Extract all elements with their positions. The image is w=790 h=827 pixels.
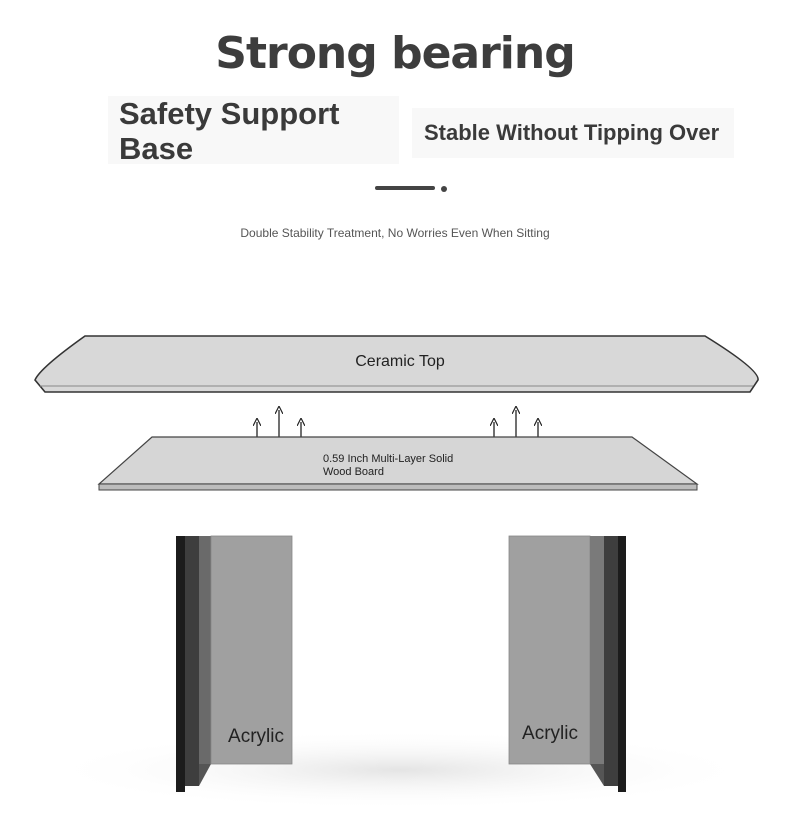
wood-board-edge bbox=[98, 483, 698, 491]
divider-line bbox=[375, 186, 435, 190]
left-leg-shade bbox=[185, 536, 199, 786]
ceramic-top-label: Ceramic Top bbox=[355, 353, 445, 370]
wood-board: 0.59 Inch Multi-Layer Solid Wood Board bbox=[97, 436, 699, 491]
feature-safety-support-base: Safety Support Base bbox=[108, 96, 399, 166]
left-leg-mid bbox=[199, 536, 211, 764]
left-leg-dark-edge bbox=[176, 536, 185, 792]
right-leg-mid bbox=[590, 536, 604, 764]
wood-board-label-line1: 0.59 Inch Multi-Layer Solid bbox=[323, 453, 453, 465]
divider-dot bbox=[441, 186, 447, 192]
floor-shadow bbox=[40, 730, 760, 810]
ceramic-top-surface bbox=[34, 335, 759, 393]
left-acrylic-leg: Acrylic bbox=[176, 535, 293, 792]
page-title: Strong bearing bbox=[215, 28, 575, 79]
right-leg-shade bbox=[604, 536, 618, 786]
right-leg-dark-edge bbox=[618, 536, 626, 792]
wood-board-label-line2: Wood Board bbox=[323, 466, 384, 478]
right-leg-panel bbox=[508, 535, 591, 765]
feature-stable-without-tipping: Stable Without Tipping Over bbox=[412, 108, 734, 158]
subtitle: Double Stability Treatment, No Worries E… bbox=[240, 226, 550, 240]
left-leg-panel bbox=[210, 535, 293, 765]
ceramic-top: Ceramic Top bbox=[34, 335, 759, 393]
right-acrylic-leg: Acrylic bbox=[508, 535, 626, 792]
left-leg-label: Acrylic bbox=[228, 726, 284, 747]
right-leg-label: Acrylic bbox=[522, 723, 578, 744]
